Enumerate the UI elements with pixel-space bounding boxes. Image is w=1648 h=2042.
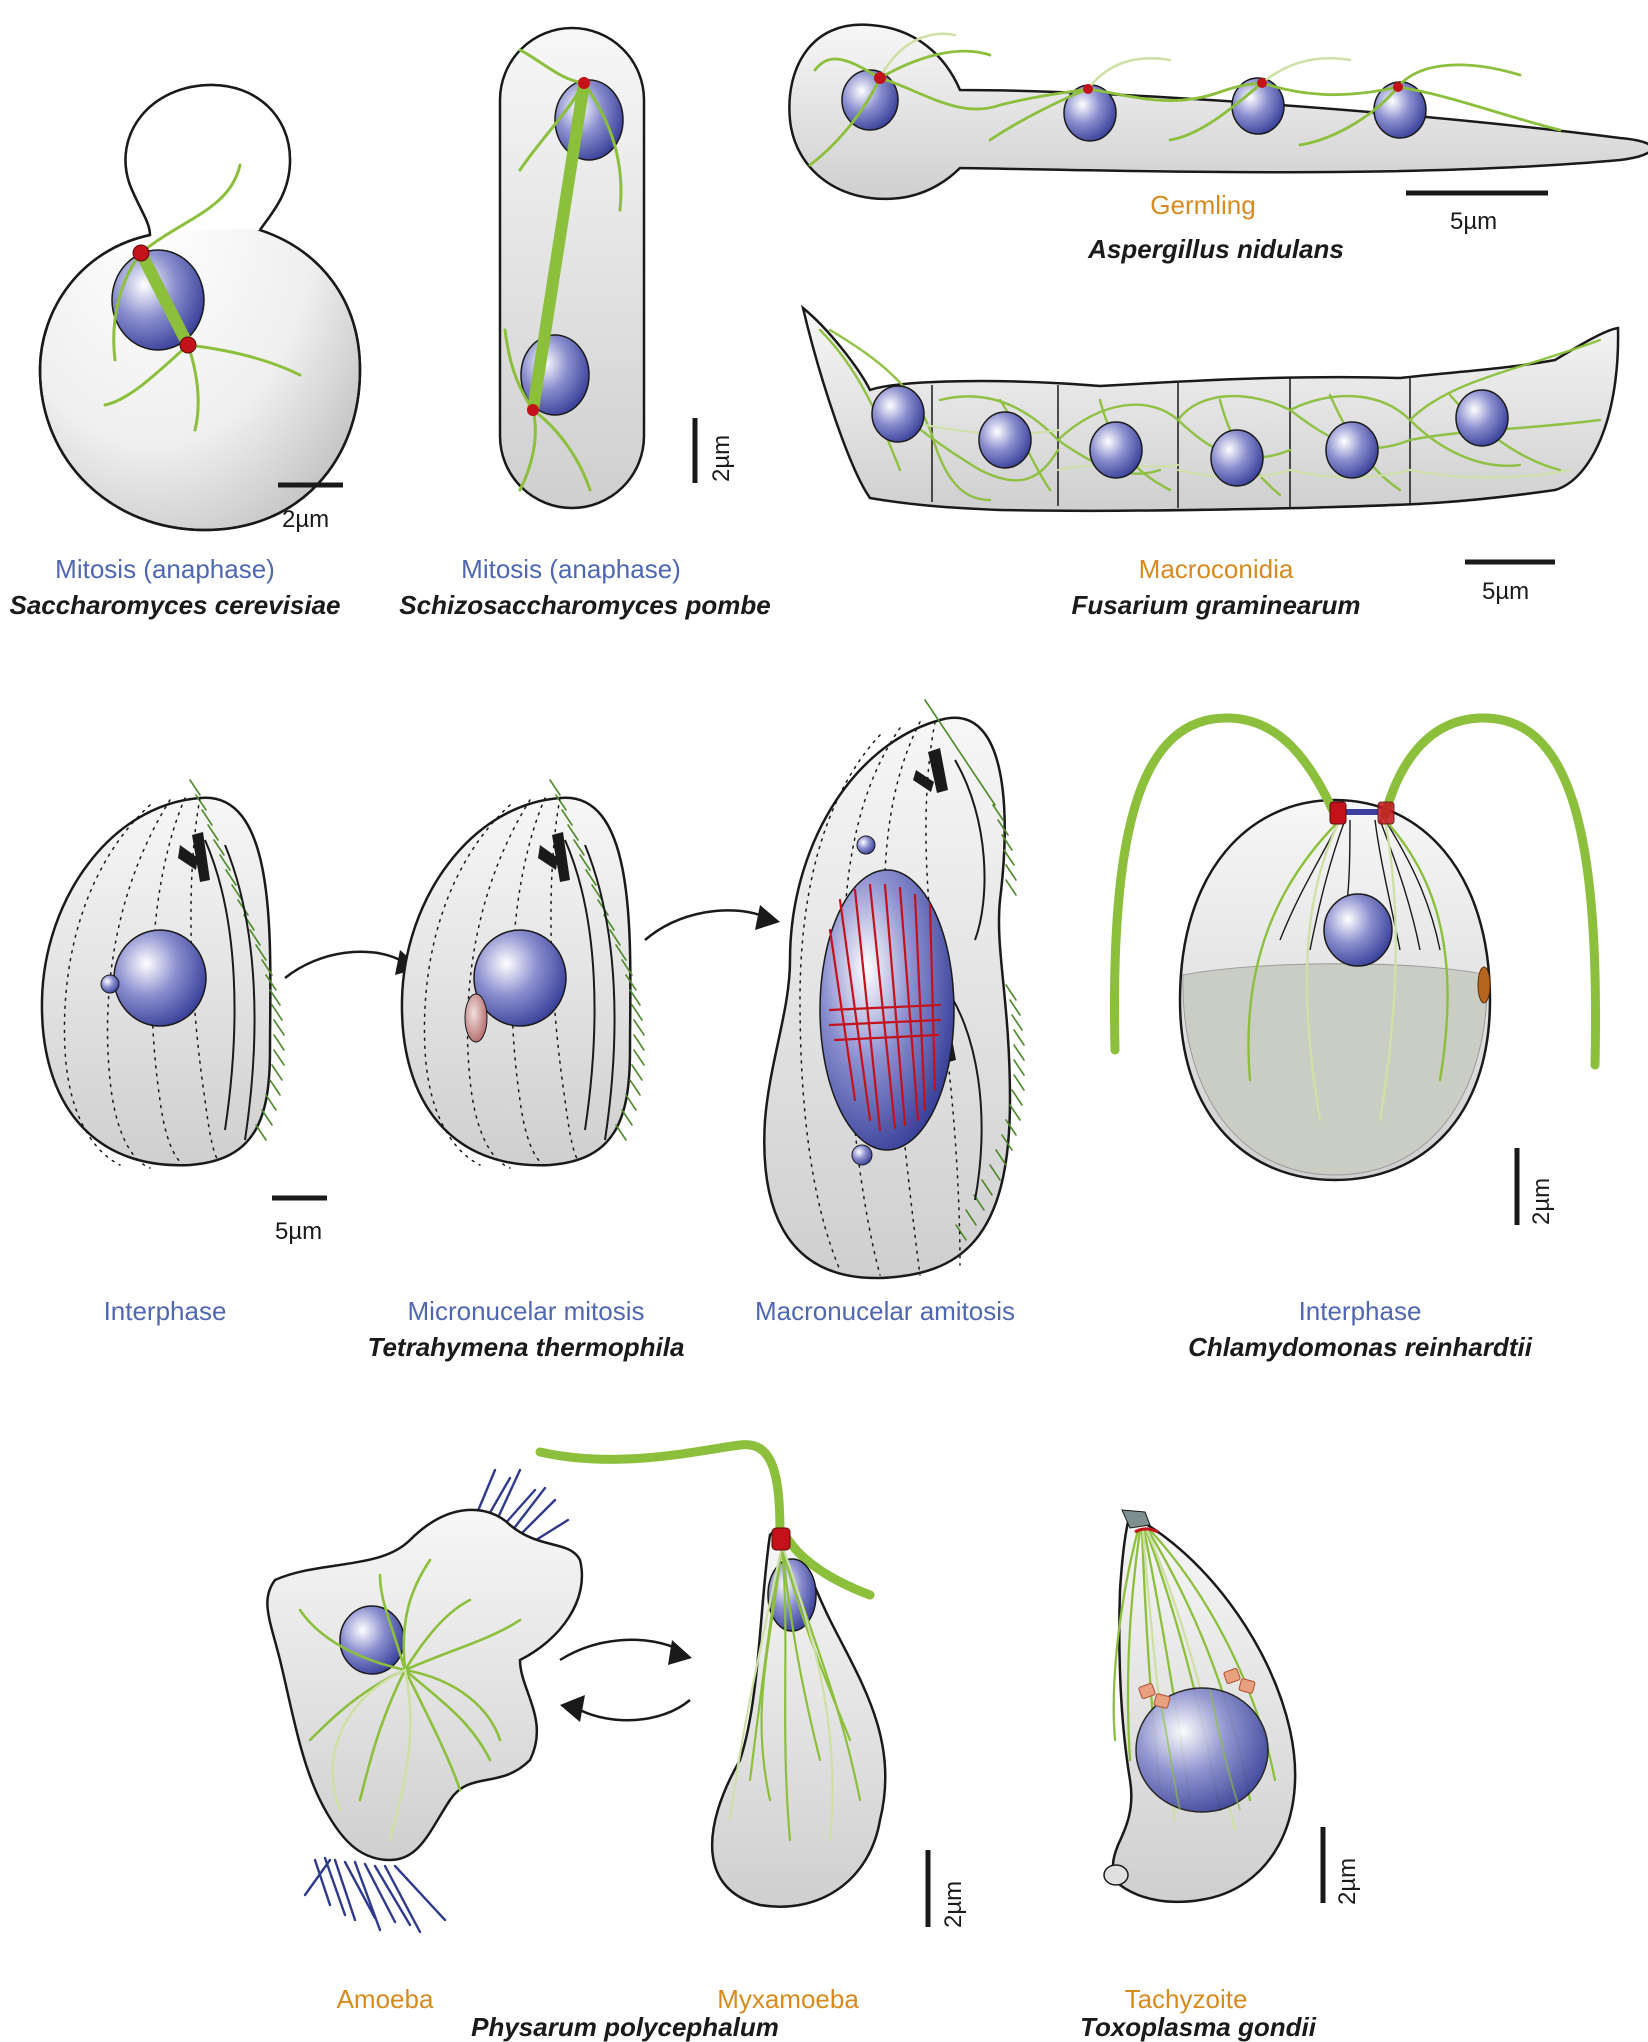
species-label: Fusarium graminearum: [1071, 590, 1361, 620]
chlamydomonas-cell: [1110, 713, 1600, 1182]
scale-label: 2µm: [282, 506, 330, 533]
scale-label: 2µm: [708, 434, 735, 482]
arrow-head: [755, 905, 780, 930]
species-label: Tetrahymena thermophila: [367, 1332, 685, 1362]
stage-label: Interphase: [103, 1296, 227, 1326]
scale-label: 5µm: [275, 1218, 323, 1245]
stage-label: Myxamoeba: [717, 1984, 859, 2014]
scale-label: 2µm: [1334, 1857, 1361, 1905]
species-label: Toxoplasma gondii: [1080, 2012, 1316, 2042]
stage-label: Mitosis (anaphase): [461, 554, 681, 584]
arrow-icon: [579, 1699, 691, 1722]
arrow-icon: [284, 950, 401, 979]
species-label: Saccharomyces cerevisiae: [9, 590, 341, 620]
arrow-head: [668, 1640, 692, 1665]
toxoplasma-tachyzoite-cell: [1103, 1509, 1297, 1904]
nucleus: [111, 249, 205, 351]
tetrahymena-interphase-cell: [40, 779, 285, 1169]
stage-label: Germling: [1150, 190, 1256, 220]
species-label: Schizosaccharomyces pombe: [399, 590, 771, 620]
scale-label: 5µm: [1450, 208, 1498, 235]
stage-label: Macroconidia: [1138, 554, 1294, 584]
a-nidulans-germling: [788, 23, 1648, 201]
stage-label: Tachyzoite: [1124, 1984, 1248, 2014]
stage-label: Mitosis (anaphase): [55, 554, 275, 584]
scale-label: 5µm: [1482, 578, 1530, 605]
s-pombe-cell: [498, 26, 646, 510]
f-graminearum-macroconidium: [800, 304, 1620, 513]
tetrahymena-micronuclear-mitosis-cell: [400, 779, 645, 1169]
tetrahymena-macronuclear-amitosis-cell: [763, 699, 1025, 1280]
physarum-amoeba-cell: [266, 1468, 584, 1934]
species-label: Chlamydomonas reinhardtii: [1188, 1332, 1532, 1362]
stage-label: Macronucelar amitosis: [754, 1296, 1016, 1326]
s-cerevisiae-cell: [38, 83, 362, 532]
arrow-head: [560, 1695, 585, 1722]
arrow-icon: [559, 1638, 681, 1662]
species-label: Physarum polycephalum: [471, 2012, 779, 2042]
stage-label: Amoeba: [336, 1984, 434, 2014]
species-label: Aspergillus nidulans: [1088, 234, 1344, 264]
physarum-myxamoeba-cell: [535, 1440, 887, 1908]
scale-label: 2µm: [1528, 1177, 1555, 1225]
stage-label: Interphase: [1298, 1296, 1422, 1326]
scale-label: 2µm: [940, 1880, 967, 1928]
stage-label: Micronucelar mitosis: [407, 1296, 645, 1326]
arrow-icon: [644, 909, 761, 941]
